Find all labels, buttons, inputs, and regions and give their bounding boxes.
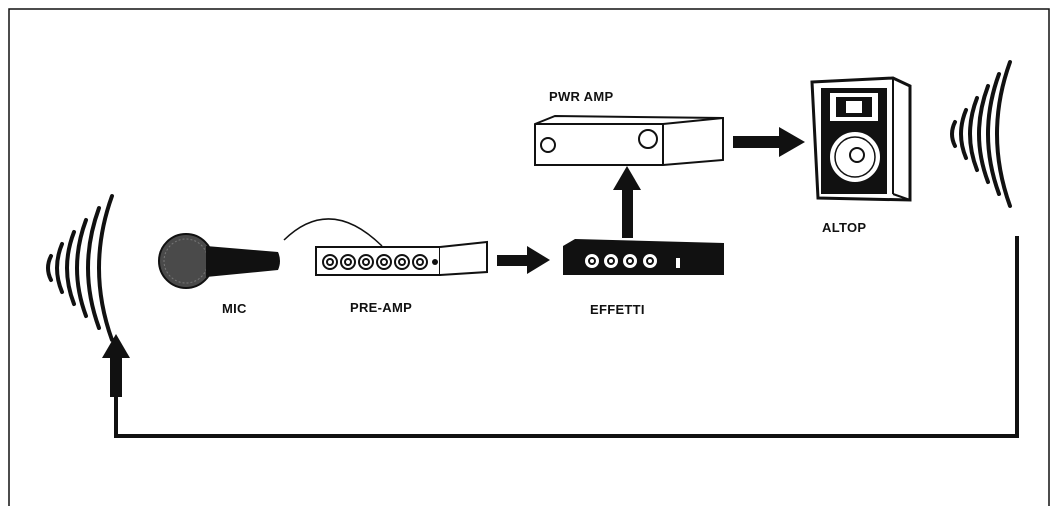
power-amp-device-icon xyxy=(534,114,724,166)
preamp-device-icon xyxy=(315,240,488,276)
diagram-border xyxy=(8,8,1050,506)
speaker-cabinet-icon xyxy=(810,76,912,202)
mic-label: MIC xyxy=(222,301,247,316)
speaker-label: ALTOP xyxy=(822,220,867,235)
right-sound-waves-icon xyxy=(950,60,1012,208)
power-amp-label: PWR AMP xyxy=(549,89,614,104)
feedback-arrow-up xyxy=(102,334,130,397)
arrow-preamp-to-effects xyxy=(497,246,550,274)
preamp-label: PRE-AMP xyxy=(350,300,413,315)
left-sound-waves-icon xyxy=(46,194,114,342)
arrow-effects-to-power-amp xyxy=(613,166,641,238)
feedback-loop-line xyxy=(114,236,1019,438)
effects-device-icon xyxy=(563,239,724,275)
microphone-icon xyxy=(158,233,280,289)
arrow-power-amp-to-speaker xyxy=(733,127,805,157)
effects-label: EFFETTI xyxy=(590,302,645,317)
mic-cable xyxy=(283,218,383,247)
